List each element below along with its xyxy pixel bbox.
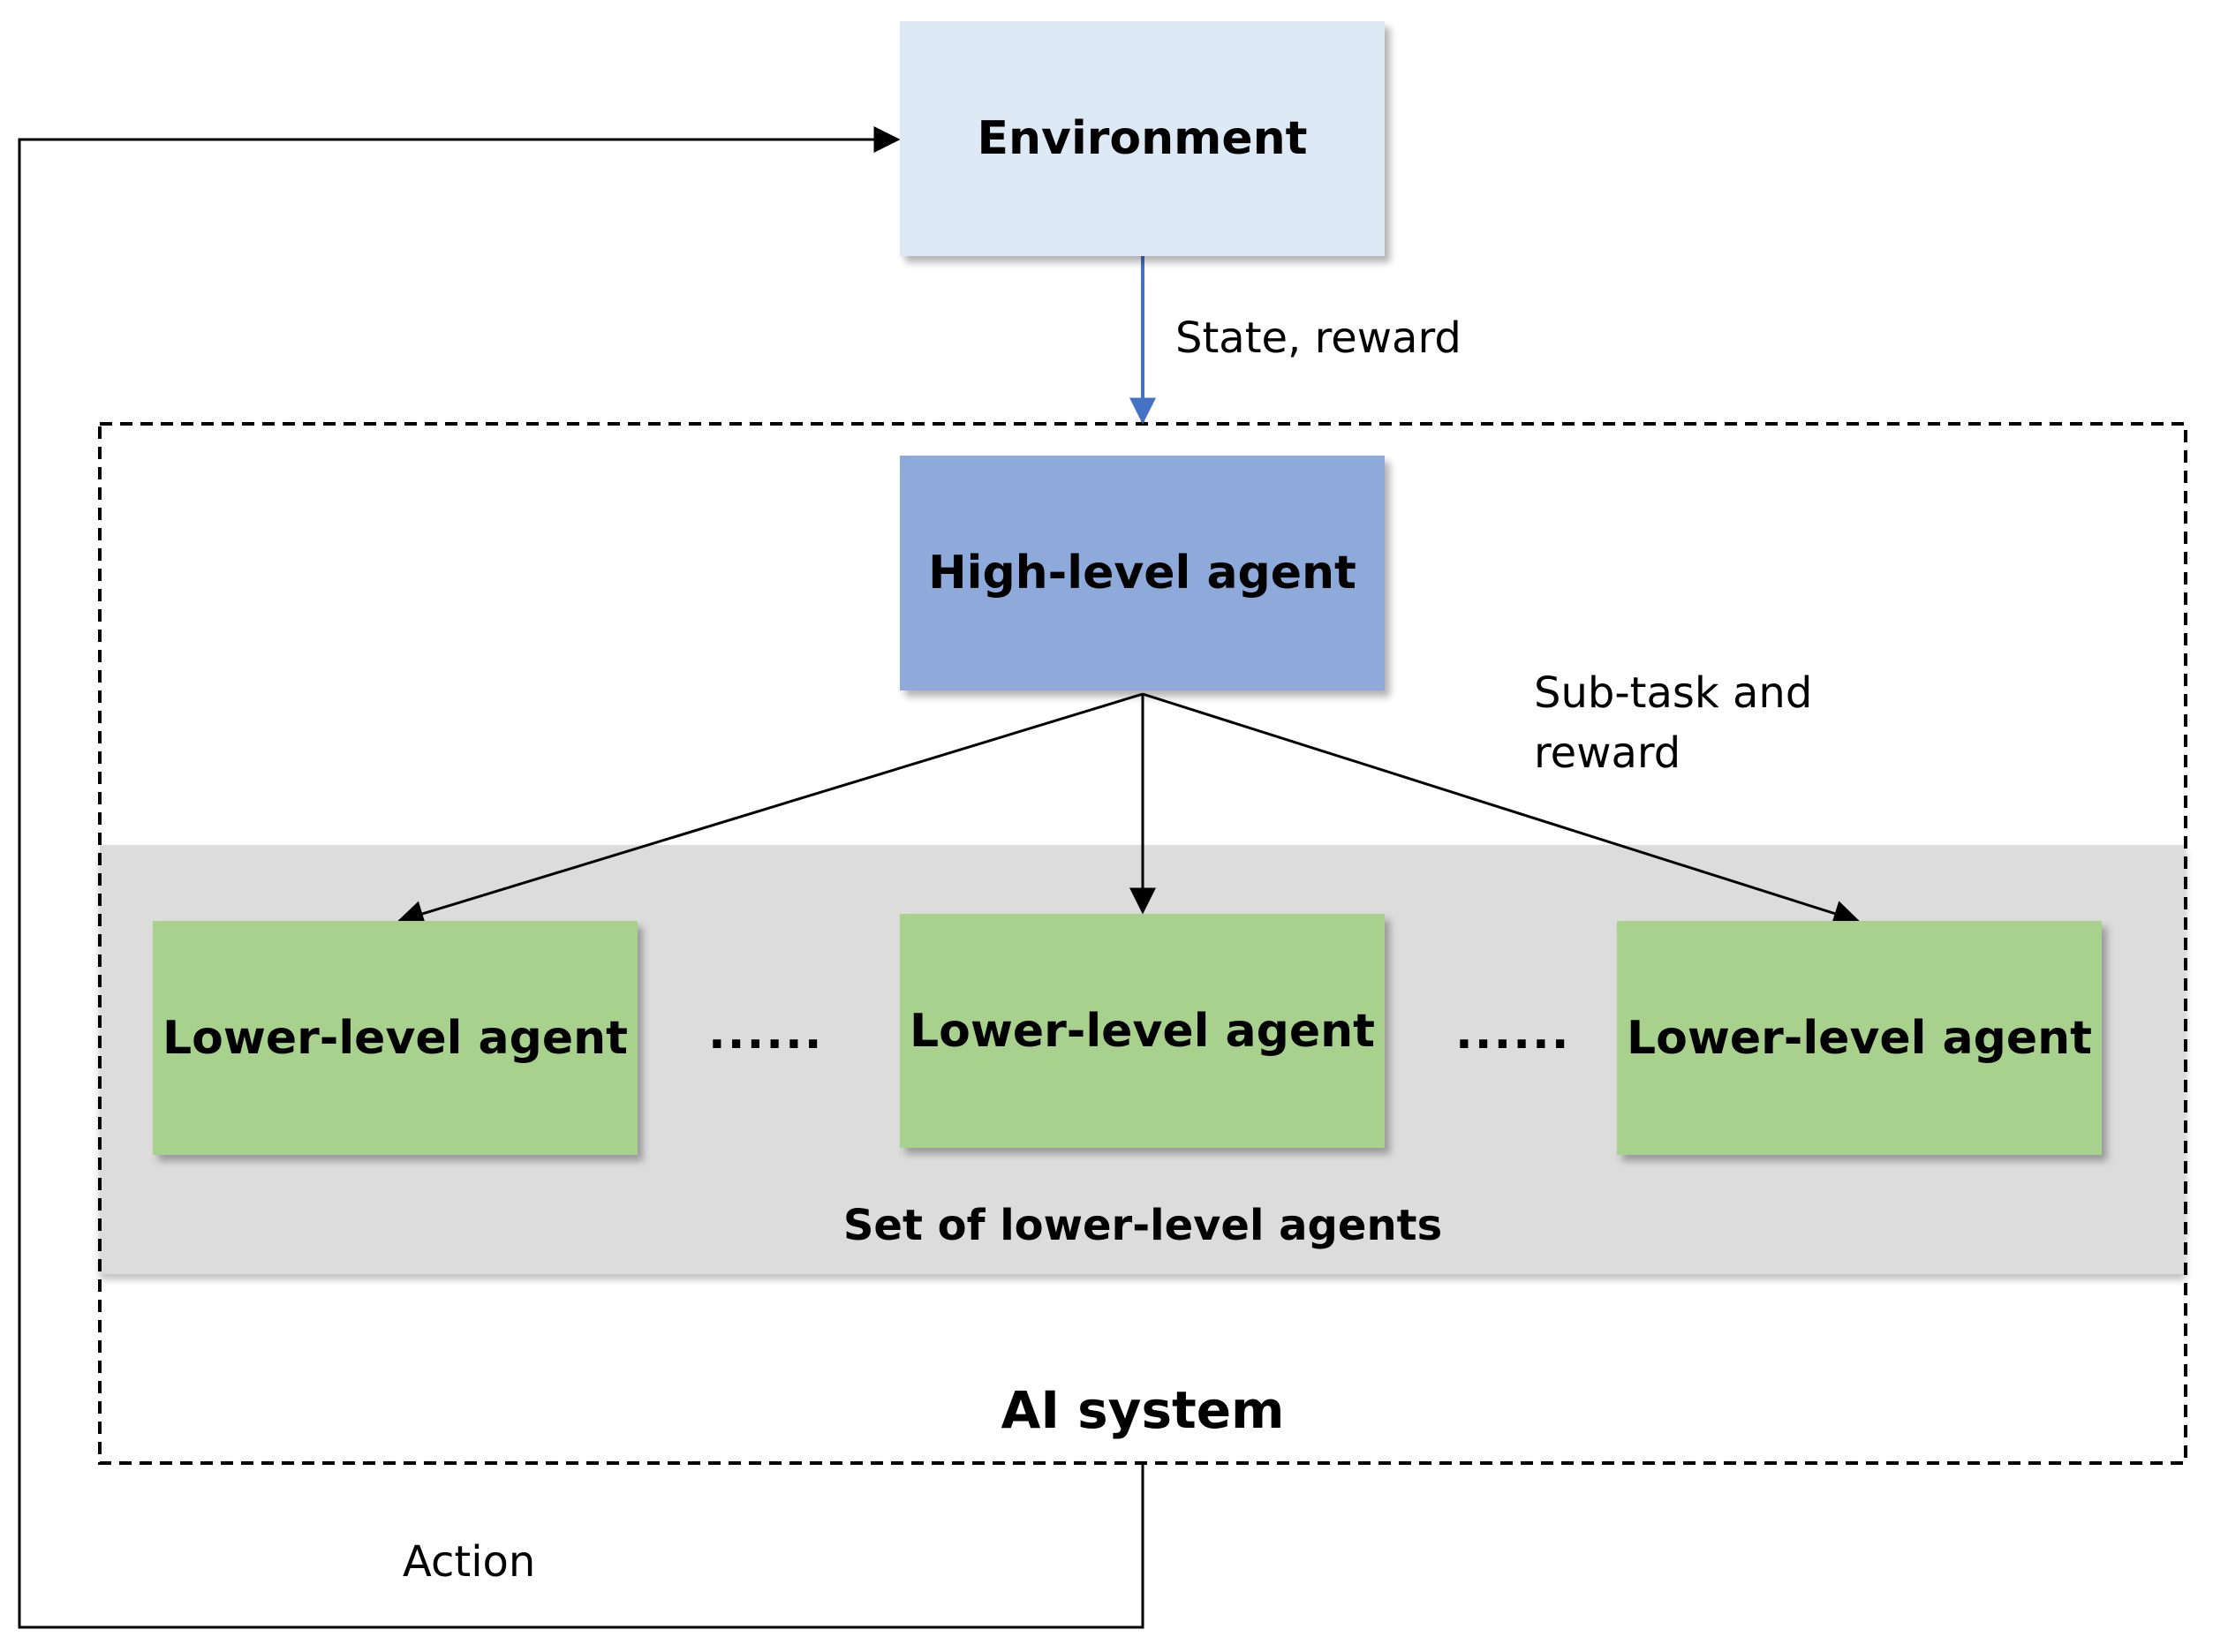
lower-level-agent-node-1: Lower-level agent bbox=[153, 921, 638, 1155]
state-reward-label: State, reward bbox=[1175, 313, 1461, 363]
environment-node: Environment bbox=[900, 21, 1385, 256]
ai-system-label: AI system bbox=[1001, 1380, 1285, 1440]
high-level-agent-label: High-level agent bbox=[928, 547, 1356, 600]
subtask-arrow-left bbox=[397, 692, 1144, 927]
environment-label: Environment bbox=[977, 112, 1308, 165]
set-of-agents-label: Set of lower-level agents bbox=[842, 1201, 1443, 1250]
subtask-arrow-right bbox=[1142, 692, 1861, 926]
subtask-label-line2: reward bbox=[1534, 728, 1681, 778]
action-arrow bbox=[18, 126, 1144, 1629]
lower-level-agent-node-2: Lower-level agent bbox=[900, 914, 1385, 1148]
ellipsis-right: ...... bbox=[1455, 1007, 1571, 1060]
ellipsis-left: ...... bbox=[708, 1007, 824, 1060]
high-level-agent-node: High-level agent bbox=[900, 456, 1385, 690]
subtask-label-line1: Sub-task and bbox=[1534, 668, 1813, 718]
lower-level-agent-node-3: Lower-level agent bbox=[1617, 921, 2102, 1155]
lower-level-agent-label-3: Lower-level agent bbox=[1626, 1011, 2093, 1065]
action-label: Action bbox=[403, 1537, 536, 1587]
lower-level-agent-label-2: Lower-level agent bbox=[909, 1004, 1376, 1058]
lower-level-agent-label-1: Lower-level agent bbox=[162, 1011, 629, 1065]
